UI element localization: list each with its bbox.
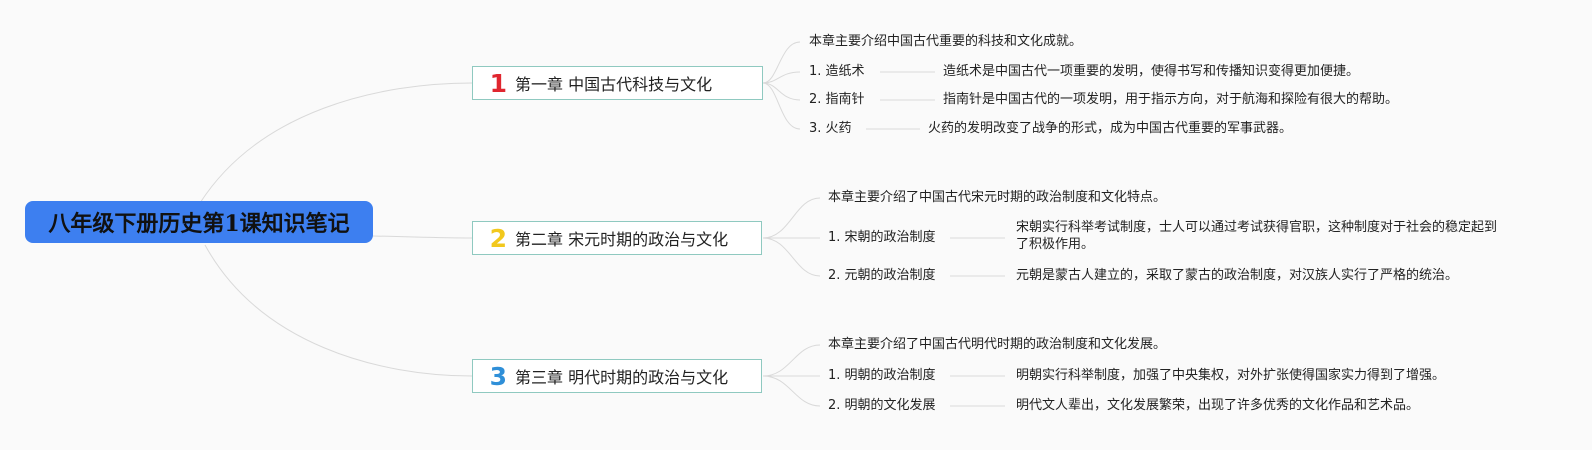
connector-root-ch1 xyxy=(199,82,473,204)
chapter-3-item-1-label[interactable]: 1. 明朝的政治制度 xyxy=(828,368,936,383)
chapter-1-item-1-desc[interactable]: 造纸术是中国古代一项重要的发明，使得书写和传播知识变得更加便捷。 xyxy=(943,64,1360,79)
chapter-1-number: 1 xyxy=(489,68,507,98)
root-title: 八年级下册历史第1课知识笔记 xyxy=(48,211,350,237)
connector-ch2-summary xyxy=(762,197,821,239)
chapter-3-item-1-desc[interactable]: 明朝实行科举制度，加强了中央集权，对外扩张使得国家实力得到了增强。 xyxy=(1016,368,1446,383)
connector-ch2-item2 xyxy=(762,237,821,277)
connector-ch1-summary xyxy=(762,41,801,84)
chapter-1-item-3-label[interactable]: 3. 火药 xyxy=(809,121,852,136)
chapter-3-item-2-label[interactable]: 2. 明朝的文化发展 xyxy=(828,398,936,413)
connector-root-ch3 xyxy=(204,244,473,377)
chapter-3-item-2-desc[interactable]: 明代文人辈出，文化发展繁荣，出现了许多优秀的文化作品和艺术品。 xyxy=(1016,398,1420,413)
chapter-2-item-1-desc[interactable]: 宋朝实行科举考试制度，士人可以通过考试获得官职，这种制度对于社会的稳定起到了积极… xyxy=(1016,220,1498,252)
chapter-2-summary[interactable]: 本章主要介绍了中国古代宋元时期的政治制度和文化特点。 xyxy=(828,190,1167,205)
chapter-3-title: 第三章 明代时期的政治与文化 xyxy=(515,368,729,387)
chapter-3-number: 3 xyxy=(489,361,507,391)
connector-ch1-item1 xyxy=(762,71,801,84)
chapter-1-item-3-desc[interactable]: 火药的发明改变了战争的形式，成为中国古代重要的军事武器。 xyxy=(928,121,1293,136)
chapter-3-summary[interactable]: 本章主要介绍了中国古代明代时期的政治制度和文化发展。 xyxy=(828,337,1167,352)
chapter-1-node[interactable]: 1 第一章 中国古代科技与文化 xyxy=(472,66,763,100)
connector-ch3-summary xyxy=(762,344,821,377)
chapter-2-number: 2 xyxy=(489,223,507,253)
chapter-2-item-2-desc[interactable]: 元朝是蒙古人建立的，采取了蒙古的政治制度，对汉族人实行了严格的统治。 xyxy=(1016,268,1459,283)
chapter-2-title: 第二章 宋元时期的政治与文化 xyxy=(515,230,729,249)
chapter-2-node[interactable]: 2 第二章 宋元时期的政治与文化 xyxy=(472,221,762,255)
chapter-3-node[interactable]: 3 第三章 明代时期的政治与文化 xyxy=(472,359,762,393)
chapter-1-item-1-label[interactable]: 1. 造纸术 xyxy=(809,64,865,79)
chapter-1-title: 第一章 中国古代科技与文化 xyxy=(515,75,713,94)
chapter-1-item-2-label[interactable]: 2. 指南针 xyxy=(809,92,865,107)
connector-ch1-item3 xyxy=(762,82,801,130)
root-topic[interactable]: 八年级下册历史第1课知识笔记 xyxy=(25,201,373,243)
chapter-2-item-2-label[interactable]: 2. 元朝的政治制度 xyxy=(828,268,936,283)
chapter-1-summary[interactable]: 本章主要介绍中国古代重要的科技和文化成就。 xyxy=(809,34,1083,49)
chapter-2-item-1-label[interactable]: 1. 宋朝的政治制度 xyxy=(828,230,936,245)
connector-root-ch2 xyxy=(372,235,473,239)
connector-ch3-item2 xyxy=(762,375,821,407)
chapter-1-item-2-desc[interactable]: 指南针是中国古代的一项发明，用于指示方向，对于航海和探险有很大的帮助。 xyxy=(943,92,1399,107)
